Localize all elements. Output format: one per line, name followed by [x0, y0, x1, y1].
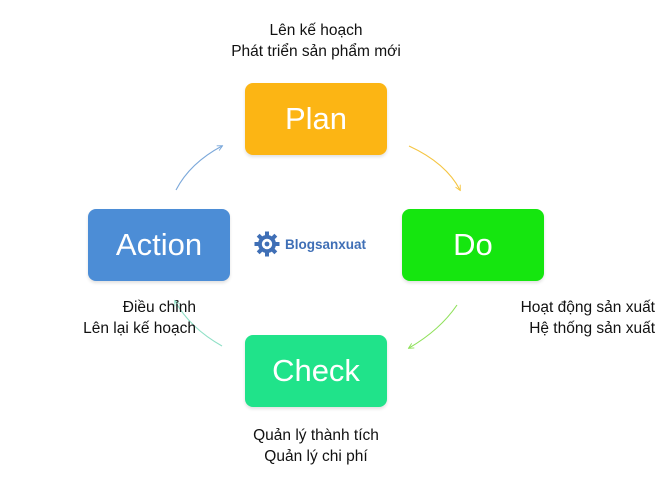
arrow-check-to-action	[175, 301, 223, 347]
action-note-line: Lên lại kế hoạch	[83, 320, 196, 337]
action-note: Điều chỉnh Lên lại kế hoạch	[16, 297, 196, 339]
arrow-do-to-check	[409, 304, 458, 348]
check-note: Quản lý thành tích Quản lý chi phí	[170, 425, 462, 467]
plan-note-line: Lên kế hoạch	[269, 22, 363, 39]
arrow-plan-to-do	[408, 145, 460, 190]
check-box: Check	[245, 335, 387, 407]
do-label: Do	[453, 227, 493, 262]
action-note-line: Điều chỉnh	[122, 299, 196, 316]
do-note: Hoạt động sản xuất Hệ thống sản xuất	[420, 297, 655, 339]
plan-label: Plan	[284, 101, 348, 136]
do-note-line: Hoạt động sản xuất	[520, 299, 655, 316]
logo-text: Blogsanxuat	[285, 236, 367, 252]
action-label: Action	[115, 227, 203, 262]
do-note-line: Hệ thống sản xuất	[529, 320, 655, 337]
do-box: Do	[402, 209, 544, 281]
plan-note: Lên kế hoạch Phát triển sản phẩm mới	[170, 20, 462, 62]
check-label: Check	[272, 353, 360, 388]
check-note-line: Quản lý chi phí	[264, 448, 368, 465]
arrow-action-to-plan	[175, 146, 222, 191]
watermark-logo: Blogsanxuat	[252, 230, 366, 258]
plan-note-line: Phát triển sản phẩm mới	[231, 43, 401, 60]
gear-icon	[254, 231, 280, 257]
plan-box: Plan	[245, 83, 387, 155]
action-box: Action	[88, 209, 230, 281]
check-note-line: Quản lý thành tích	[253, 427, 379, 444]
